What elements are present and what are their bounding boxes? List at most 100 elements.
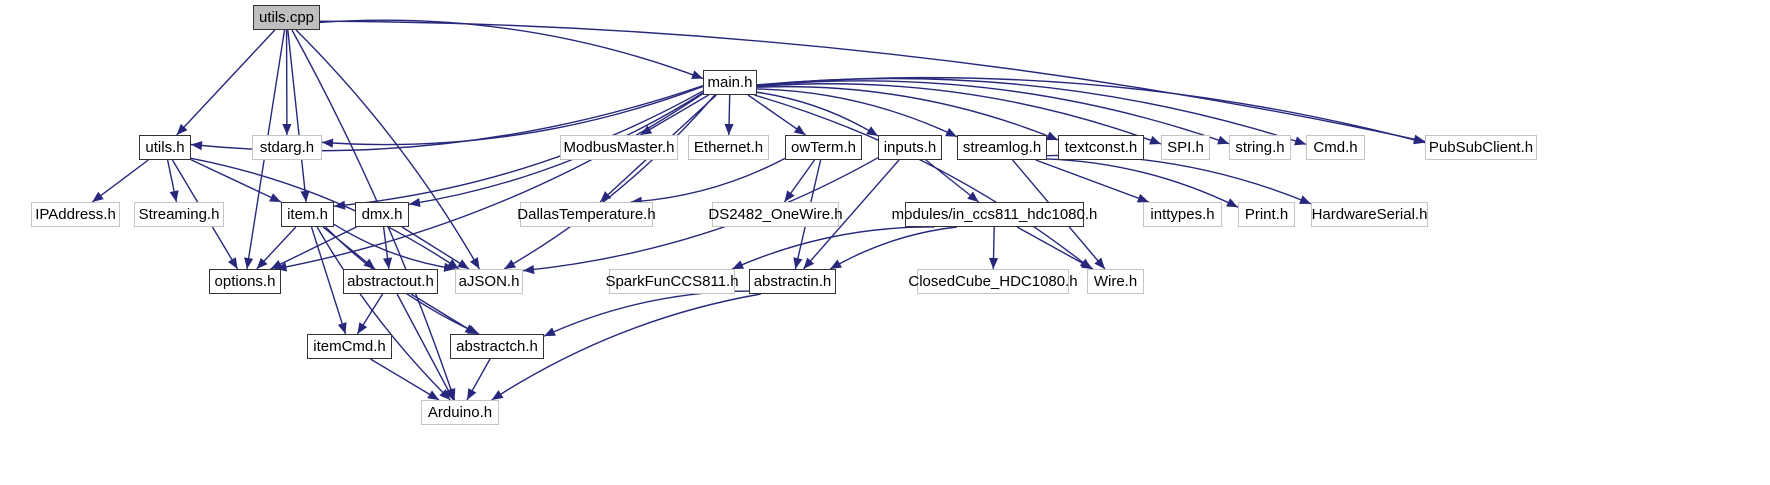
node-item-h[interactable]: item.h	[281, 202, 334, 227]
node-string-h[interactable]: string.h	[1229, 135, 1291, 160]
node-utils-h[interactable]: utils.h	[139, 135, 191, 160]
edge-arrowhead	[544, 327, 556, 337]
edge-arrowhead	[1081, 259, 1093, 269]
node-ajson-h[interactable]: aJSON.h	[455, 269, 523, 294]
edge-arrowhead	[469, 257, 480, 269]
edge-itemcmd-h-to-arduino-h	[370, 358, 440, 401]
node-wire-h[interactable]: Wire.h	[1087, 269, 1144, 294]
edge-abstractout-h-to-arduino-h	[396, 293, 454, 401]
edge-main-h-to-item-h	[333, 90, 704, 207]
node-ethernet-h[interactable]: Ethernet.h	[688, 135, 769, 160]
edge-arrowhead	[191, 141, 203, 151]
node-abstractin-h[interactable]: abstractin.h	[749, 269, 836, 294]
edge-arrowhead	[724, 123, 734, 135]
edge-main-h-to-string-h	[756, 80, 1230, 145]
edge-main-h-to-ajson-h	[503, 94, 716, 270]
node-print-h[interactable]: Print.h	[1238, 202, 1295, 227]
edge-arrowhead	[640, 125, 653, 135]
edge-main-h-to-wire-h	[754, 94, 1092, 270]
edge-utils-cpp-to-item-h	[287, 29, 307, 203]
node-modules-in-ccs811-hdc1080-h[interactable]: modules/in_ccs811_hdc1080.h	[892, 202, 1097, 227]
edge-utils-cpp-to-pubsubclient-h	[319, 20, 1426, 143]
edge-main-h-to-stdarg-h	[321, 85, 704, 146]
edge-arrowhead	[793, 124, 806, 135]
edge-arrowhead	[784, 190, 795, 202]
edge-arrowhead	[691, 70, 703, 79]
edge-arrowhead	[334, 200, 346, 210]
edge-arrowhead	[457, 259, 470, 269]
edge-main-h-to-options-h	[275, 92, 704, 270]
edge-arrowhead	[467, 388, 477, 400]
edge-inputs-h-to-abstractin-h	[802, 159, 900, 270]
edge-main-h-to-dmx-h	[408, 92, 704, 205]
node-sparkfunccs811-h[interactable]: SparkFunCCS811.h	[605, 269, 739, 294]
edge-utils-h-to-item-h	[190, 159, 282, 203]
node-ds2482-onewire-h[interactable]: DS2482_OneWire.h	[708, 202, 843, 227]
node-stdarg-h[interactable]: stdarg.h	[252, 135, 322, 160]
edge-dmx-h-to-ajson-h	[401, 226, 470, 270]
node-abstractout-h[interactable]: abstractout.h	[343, 269, 438, 294]
edge-abstractin-h-to-arduino-h	[491, 293, 761, 401]
node-abstractch-h[interactable]: abstractch.h	[450, 334, 544, 359]
node-cmd-h[interactable]: Cmd.h	[1306, 135, 1365, 160]
edge-arrowhead	[337, 322, 347, 334]
edge-arrowhead	[409, 197, 421, 208]
edge-arrowhead	[443, 262, 456, 272]
edge-arrowhead	[256, 257, 268, 269]
node-ipaddress-h[interactable]: IPAddress.h	[31, 202, 120, 227]
edge-arrowhead	[227, 257, 238, 269]
node-arduino-h[interactable]: Arduino.h	[421, 400, 499, 425]
node-main-h[interactable]: main.h	[703, 70, 757, 95]
edge-arrowhead	[793, 257, 803, 269]
edge-arrowhead	[176, 123, 188, 135]
edge-arrowhead	[464, 324, 477, 334]
edge-item-h-to-arduino-h	[316, 226, 451, 401]
edge-arrowhead	[1413, 135, 1425, 145]
edge-arrowhead	[357, 322, 368, 334]
edge-main-h-to-textconst-h	[756, 85, 1059, 141]
edge-arrowhead	[322, 138, 334, 148]
edge-main-h-to-pubsubclient-h	[756, 76, 1426, 144]
node-pubsubclient-h[interactable]: PubSubClient.h	[1425, 135, 1537, 160]
edge-owterm-h-to-dallastemperature-h	[630, 157, 786, 203]
node-closedcube-hdc1080-h[interactable]: ClosedCube_HDC1080.h	[908, 269, 1078, 294]
edge-arrowhead	[92, 191, 104, 202]
node-owterm-h[interactable]: owTerm.h	[785, 135, 862, 160]
edge-arrowhead	[1046, 131, 1058, 141]
edge-arrowhead	[282, 123, 292, 135]
edge-arrowhead	[945, 127, 957, 137]
edge-arrowhead	[270, 260, 283, 269]
node-inputs-h[interactable]: inputs.h	[878, 135, 942, 160]
edge-arrowhead	[504, 259, 516, 269]
edge-arrowhead	[444, 388, 454, 400]
edge-modules-in-ccs811-hdc1080-h-to-wire-h	[1016, 226, 1094, 270]
edge-main-h-to-modbusmaster-h	[639, 94, 710, 136]
edge-arrowhead	[732, 260, 745, 269]
edge-streamlog-h-to-print-h	[1046, 158, 1239, 208]
node-textconst-h[interactable]: textconst.h	[1058, 135, 1144, 160]
node-modbusmaster-h[interactable]: ModbusMaster.h	[560, 135, 678, 160]
node-utils-cpp[interactable]: utils.cpp	[253, 5, 320, 30]
edge-arrowhead	[244, 257, 254, 269]
edge-arrowhead	[300, 190, 310, 202]
edge-arrowhead	[1299, 195, 1311, 204]
node-streamlog-h[interactable]: streamlog.h	[957, 135, 1047, 160]
edge-arrowhead	[523, 264, 535, 275]
edge-arrowhead	[1149, 135, 1161, 145]
node-inttypes-h[interactable]: inttypes.h	[1143, 202, 1222, 227]
node-dmx-h[interactable]: dmx.h	[355, 202, 409, 227]
node-hardwareserial-h[interactable]: HardwareSerial.h	[1311, 202, 1428, 227]
node-streaming-h[interactable]: Streaming.h	[134, 202, 224, 227]
edge-main-h-to-streamlog-h	[756, 88, 958, 138]
node-itemcmd-h[interactable]: itemCmd.h	[307, 334, 392, 359]
edge-arrowhead	[1217, 135, 1229, 145]
node-spi-h[interactable]: SPI.h	[1161, 135, 1210, 160]
edge-utils-cpp-to-main-h	[319, 19, 704, 80]
edge-arrowhead	[600, 191, 612, 202]
node-options-h[interactable]: options.h	[209, 269, 281, 294]
edge-arrowhead	[967, 191, 979, 202]
node-dallastemperature-h[interactable]: DallasTemperature.h	[517, 202, 656, 227]
edge-arrowhead	[830, 259, 843, 269]
